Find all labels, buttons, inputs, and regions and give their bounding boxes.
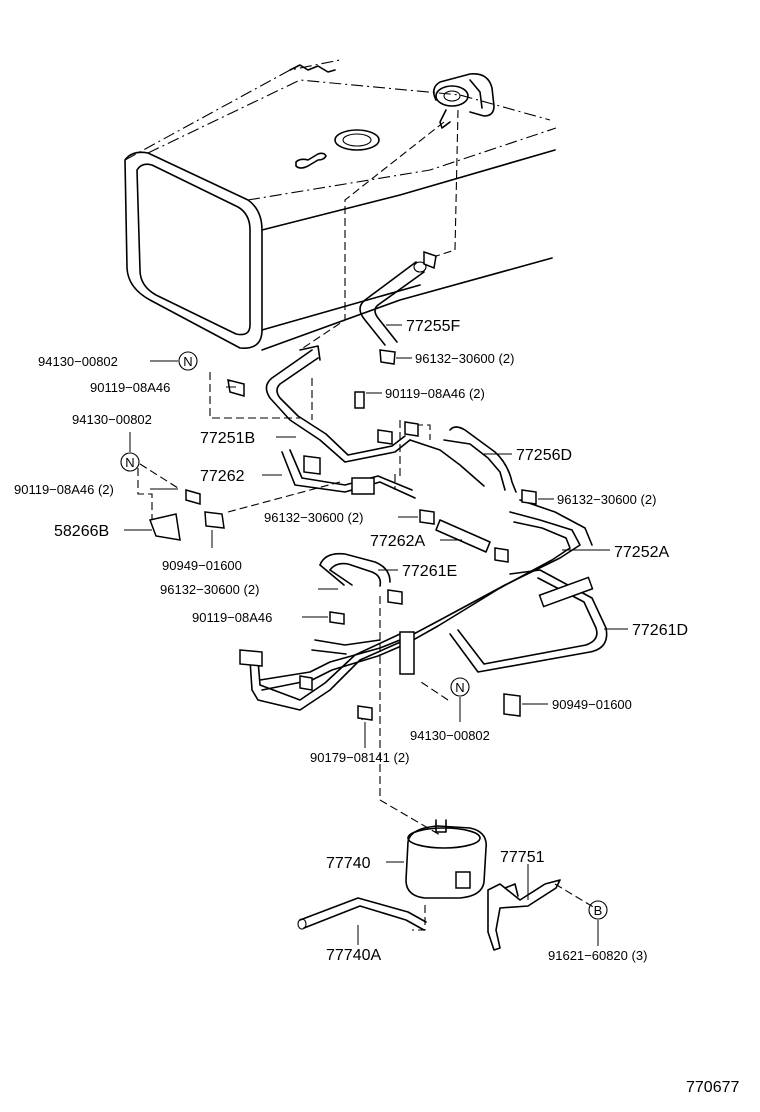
- label-77261D: 77261D: [632, 622, 688, 639]
- marker-n-2: N: [120, 452, 140, 472]
- label-91621-60820: 91621−60820 (3): [548, 948, 647, 963]
- label-94130-00802-a: 94130−00802: [38, 354, 118, 369]
- label-96132-30600-d: 96132−30600 (2): [160, 582, 259, 597]
- label-58266B: 58266B: [54, 523, 109, 540]
- hose-77261E: [319, 552, 391, 587]
- label-77256D: 77256D: [516, 447, 572, 464]
- bracket-77751: [487, 879, 561, 951]
- marker-n-3: N: [450, 677, 470, 697]
- pipe-77252A: [259, 499, 593, 691]
- hose-77255F: [359, 261, 427, 346]
- fuel-tank: [124, 59, 557, 351]
- label-94130-00802-c: 94130−00802: [410, 728, 490, 743]
- label-90119-08A46-c: 90119−08A46 (2): [14, 482, 114, 497]
- pipe-77261D: [449, 569, 608, 673]
- label-77740A: 77740A: [326, 947, 381, 964]
- label-90119-08A46-d: 90119−08A46: [192, 610, 272, 625]
- canister-77740: [405, 819, 487, 899]
- label-90119-08A46-a: 90119−08A46: [90, 380, 170, 395]
- label-77251B: 77251B: [200, 430, 255, 447]
- label-77740: 77740: [326, 855, 371, 872]
- pipe-77262: [281, 449, 416, 499]
- label-94130-00802-b: 94130−00802: [72, 412, 152, 427]
- small-fittings: [148, 250, 537, 721]
- hose-77740A: [297, 897, 427, 931]
- label-90119-08A46-b: 90119−08A46 (2): [385, 386, 485, 401]
- pipe-77251B: [265, 345, 411, 463]
- leader-lines: [124, 324, 628, 946]
- hose-77262A: [435, 519, 491, 553]
- label-90949-01600-a: 90949−01600: [162, 558, 242, 573]
- label-77751: 77751: [500, 849, 545, 866]
- assembly-guide-lines: [137, 109, 596, 931]
- label-90179-08141: 90179−08141 (2): [310, 750, 409, 765]
- label-77252A: 77252A: [614, 544, 669, 561]
- label-77262: 77262: [200, 468, 245, 485]
- label-96132-30600-a: 96132−30600 (2): [415, 351, 514, 366]
- marker-n-1-text: N: [183, 354, 192, 369]
- hose-77256D: [409, 426, 517, 493]
- label-77262A: 77262A: [370, 533, 425, 550]
- marker-n-1: N: [178, 351, 198, 371]
- label-90949-01600-b: 90949−01600: [552, 697, 632, 712]
- marker-b-1-text: B: [594, 903, 603, 918]
- label-77255F: 77255F: [406, 318, 460, 335]
- marker-n-3-text: N: [455, 680, 464, 695]
- label-96132-30600-c: 96132−30600 (2): [264, 510, 363, 525]
- label-96132-30600-b: 96132−30600 (2): [557, 492, 656, 507]
- marker-b-1: B: [588, 900, 608, 920]
- pipe-lower-main: [249, 631, 415, 711]
- diagram-number: 770677: [686, 1079, 739, 1096]
- part-labels: 77255F 94130−00802 96132−30600 (2) 90119…: [14, 318, 688, 964]
- label-77261E: 77261E: [402, 563, 457, 580]
- marker-n-2-text: N: [125, 455, 134, 470]
